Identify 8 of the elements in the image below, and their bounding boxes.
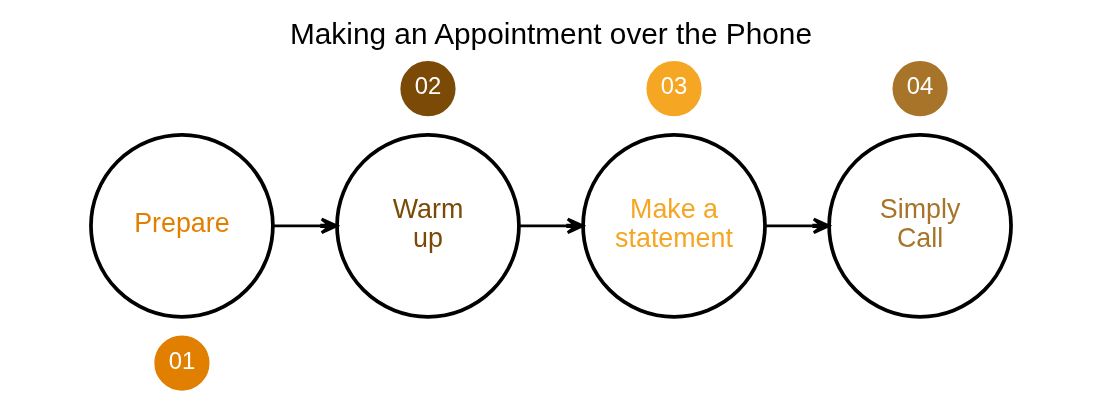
arrow (764, 217, 830, 235)
arrow (272, 217, 338, 235)
node-circle: Prepare (88, 133, 275, 319)
node-circle: Make a statement (580, 133, 767, 319)
node-circle: Warm up (334, 133, 521, 319)
arrow (518, 217, 584, 235)
node-circle: Simply Call (826, 133, 1013, 319)
diagram-title: Making an Appointment over the Phone (289, 16, 812, 50)
